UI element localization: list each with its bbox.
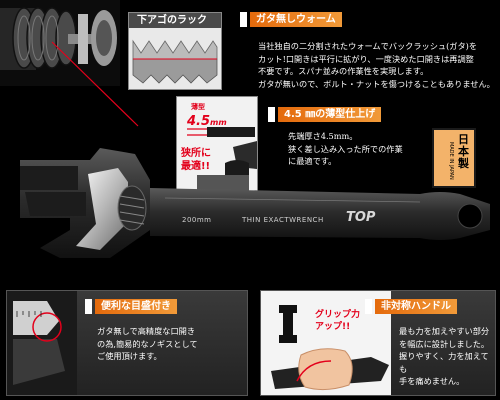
grip-line-4: 手を痛めません。 <box>399 376 465 386</box>
scale-line-3: ご使用頂けます。 <box>97 351 162 361</box>
scale-line-1: ガタ無しで高精度な口開き <box>97 326 196 336</box>
thin-line-1: 先端厚さ4.5mm。 <box>288 131 358 141</box>
thin-unit: mm <box>210 118 227 127</box>
thin-line-2: 狭く差し込み入った所での作業 <box>288 143 403 154</box>
narrow-line-2: 最適!! <box>181 161 211 172</box>
grip-illustration: グリップ力 アップ!! <box>261 291 391 395</box>
worm-description: 当社独自の二分割されたウォームでバックラッシュ(ガタ)を カット!口開きは平行に… <box>258 40 498 90</box>
wrench-model-text: THIN EXACTWRENCH <box>242 216 324 224</box>
adjustable-wrench-photo <box>20 148 490 258</box>
grip-title: 非対称ハンドル <box>375 299 457 314</box>
rack-teeth-diagram <box>129 29 221 89</box>
scale-panel: 便利な目盛付き ガタ無しで高精度な口開き の為,簡易的なノギスとして ご使用頂け… <box>6 290 248 396</box>
thin-title: 4.5 ㎜の薄型仕上げ <box>278 107 382 122</box>
grip-callout: グリップ力 アップ!! <box>315 309 360 333</box>
kanji-char: 日 <box>458 133 469 146</box>
grip-callout-1: グリップ力 <box>315 310 361 320</box>
worm-line-3: 不要です。スパナ並みの作業性を実現します。 <box>258 66 429 76</box>
worm-header: ガタ無しウォーム <box>240 12 342 27</box>
narrow-line-1: 狭所に <box>181 148 211 159</box>
wrench-brand-logo: TOP <box>346 210 376 225</box>
worm-line-1: 当社独自の二分割されたウォームでバックラッシュ(ガタ)を <box>258 41 478 51</box>
grip-description: 最も力を加えやすい部分 を幅広に設計しました。 握りやすく、力を加えても 手を痛… <box>399 325 495 388</box>
kanji-char: 製 <box>458 157 469 170</box>
badge-kanji: 日 本 製 <box>458 134 469 170</box>
header-marker <box>268 107 275 122</box>
grip-panel: グリップ力 アップ!! 非対称ハンドル 最も力を加えやすい部分 を幅広に設計しま… <box>260 290 496 396</box>
worm-line-2: カット!口開きは平行に拡がり、一度決めた口開きは再調整 <box>258 53 474 64</box>
thin-description: 先端厚さ4.5mm。 狭く差し込み入った所での作業 に最適です。 <box>288 130 428 168</box>
scale-description: ガタ無しで高精度な口開き の為,簡易的なノギスとして ご使用頂けます。 <box>97 325 247 363</box>
thin-label: 薄型 <box>191 103 205 111</box>
worm-title: ガタ無しウォーム <box>250 12 342 27</box>
grip-hand-drawing <box>271 305 389 391</box>
scale-jaw-photo <box>7 291 77 395</box>
kanji-char: 本 <box>458 145 469 158</box>
wrench-size-text: 200mm <box>182 216 212 224</box>
thin-value: 4.5 <box>187 114 211 129</box>
scale-header: 便利な目盛付き <box>85 299 177 314</box>
header-marker <box>365 299 372 314</box>
thin-line-3: に最適です。 <box>288 156 337 166</box>
grip-header: 非対称ハンドル <box>365 299 457 314</box>
grip-callout-2: アップ!! <box>315 322 351 332</box>
scale-line-2: の為,簡易的なノギスとして <box>97 338 198 349</box>
worm-gear-photo <box>0 0 120 86</box>
grip-line-1: 最も力を加えやすい部分 <box>399 326 490 336</box>
rack-inset-label: 下アゴのラック <box>137 15 207 26</box>
grip-line-2: を幅広に設計しました。 <box>399 338 490 349</box>
badge-english: MADE IN JAPAN <box>448 142 454 180</box>
scale-title: 便利な目盛付き <box>95 299 177 314</box>
header-marker <box>240 12 247 27</box>
rack-inset: 下アゴのラック <box>128 12 222 90</box>
thin-jaw-drawing <box>187 127 257 193</box>
made-in-japan-badge: 日 本 製 MADE IN JAPAN <box>432 128 476 188</box>
red-callout-line <box>50 40 140 130</box>
thin-jaw-inset: 薄型 4.5mm 狭所に 最適!! <box>176 96 258 194</box>
grip-line-3: 握りやすく、力を加えても <box>399 351 489 374</box>
thin-value-row: 4.5mm <box>187 110 227 129</box>
header-marker <box>85 299 92 314</box>
thin-header: 4.5 ㎜の薄型仕上げ <box>268 107 382 122</box>
narrow-callout: 狭所に 最適!! <box>181 147 211 173</box>
worm-line-4: ガタが無いので、ボルト・ナットを傷つけることもありません。 <box>258 78 495 89</box>
